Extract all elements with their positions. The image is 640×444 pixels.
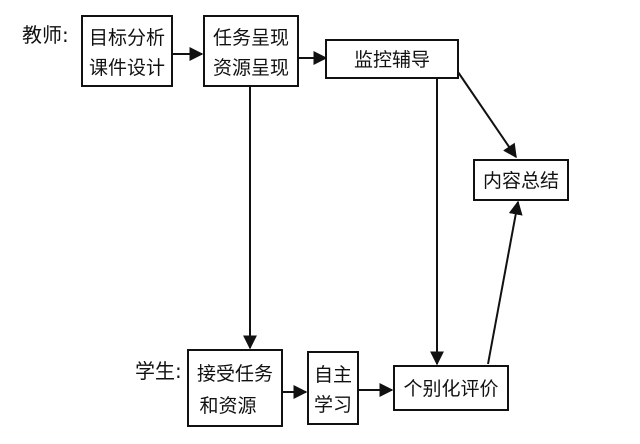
edge-monitor-to-summary	[457, 71, 517, 159]
node-accept-task-line1: 接受任务	[197, 363, 273, 385]
node-goal-analysis-line1: 目标分析	[89, 27, 165, 49]
node-goal-analysis: 目标分析 课件设计	[81, 15, 173, 87]
node-task-present-line2: 资源呈现	[213, 57, 289, 79]
node-self-study: 自主 学习	[307, 351, 359, 425]
node-monitor: 监控辅导	[325, 39, 459, 79]
edges	[172, 47, 523, 399]
node-self-study-line1: 自主	[314, 364, 352, 386]
node-evaluation-label: 个别化评价	[403, 378, 498, 400]
teacher-role-label: 教师:	[22, 23, 69, 47]
node-monitor-label: 监控辅导	[354, 49, 430, 71]
edge-evaluation-to-summary	[487, 200, 523, 365]
student-role-label: 学生:	[135, 359, 182, 383]
node-evaluation: 个别化评价	[393, 365, 509, 411]
node-accept-task: 接受任务 和资源	[187, 349, 283, 427]
node-summary-label: 内容总结	[483, 170, 559, 192]
node-task-present-line1: 任务呈现	[213, 27, 289, 49]
node-goal-analysis-line2: 课件设计	[89, 57, 165, 79]
node-task-present: 任务呈现 资源呈现	[203, 15, 299, 87]
node-accept-task-line2: 和资源	[199, 395, 256, 417]
node-summary: 内容总结	[473, 159, 569, 201]
node-self-study-line2: 学习	[314, 394, 352, 416]
